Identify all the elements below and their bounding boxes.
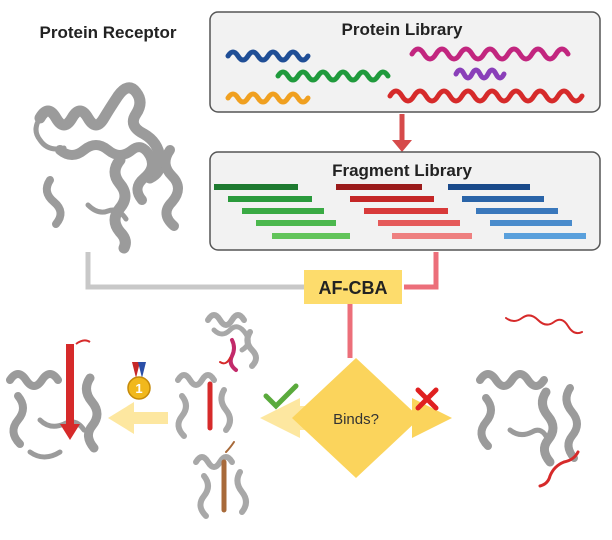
helix-orange (225, 91, 311, 105)
method-label: AF-CBA (319, 278, 388, 298)
helix-purple (453, 67, 507, 81)
candidate-complex-top (205, 312, 259, 372)
method-box (304, 270, 402, 304)
candidate-complex-bottom (193, 441, 249, 519)
decision-diamond (292, 358, 420, 478)
left-arrowhead (260, 398, 300, 438)
medal-icon: 1 (127, 362, 151, 400)
right-arrowhead (412, 398, 452, 438)
protein-receptor-structure (33, 82, 183, 254)
candidate-complex-middle (175, 357, 233, 439)
helix-red (387, 88, 585, 104)
helix-blue (225, 49, 311, 63)
medal-rank: 1 (135, 381, 142, 396)
cross-icon (415, 387, 439, 411)
non-binder-receptor-structure (476, 370, 581, 467)
winner-arrow (108, 402, 168, 434)
fragment-library-title: Fragment Library (332, 161, 472, 180)
fragment-connector (404, 252, 439, 290)
checkmark-icon (263, 383, 299, 410)
protein-library-box (209, 11, 601, 113)
helix-magenta (409, 46, 571, 62)
receptor-connector (85, 252, 304, 290)
fragment-bars (214, 184, 586, 239)
protein-library-title: Protein Library (342, 20, 463, 39)
decision-label: Binds? (333, 411, 379, 428)
winner-peptide-strand (60, 339, 91, 440)
receptor-title: Protein Receptor (40, 23, 177, 42)
winner-complex-structure (6, 370, 102, 460)
helix-green (275, 69, 391, 83)
unbound-peptides (505, 314, 583, 488)
arrowhead (392, 140, 412, 152)
